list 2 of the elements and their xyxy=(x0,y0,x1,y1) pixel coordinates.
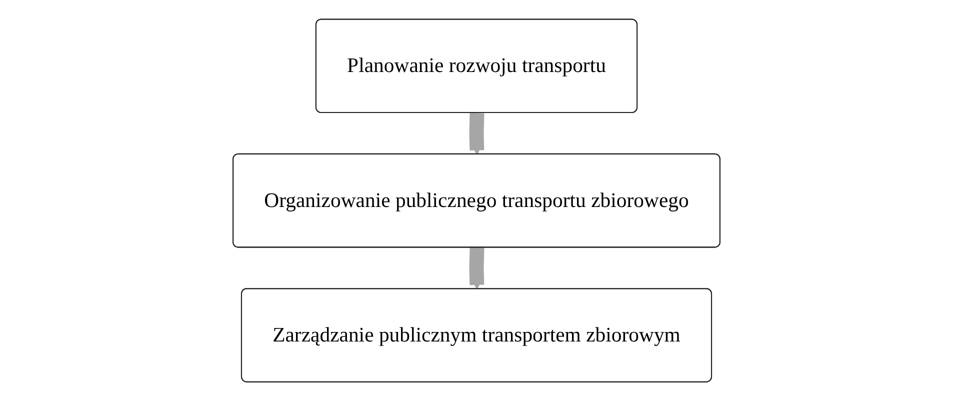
arrow xyxy=(469,248,484,290)
arrow xyxy=(469,113,484,156)
